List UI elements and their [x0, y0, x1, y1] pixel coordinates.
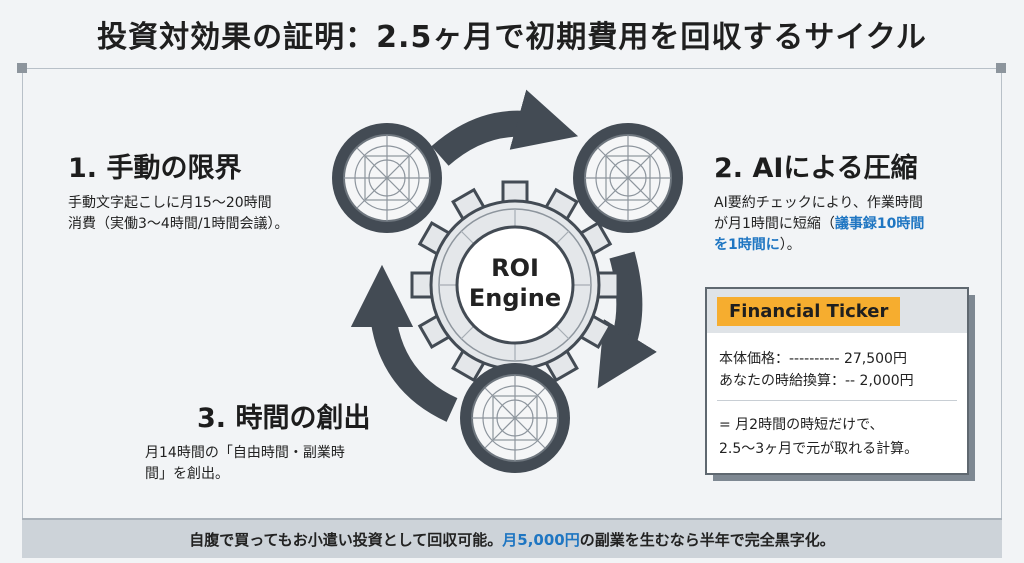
step-1-text: 手動文字起こしに月15〜20時間 消費（実働3〜4時間/1時間会議）。: [68, 193, 328, 235]
step-manual: 1. 手動の限界 手動文字起こしに月15〜20時間 消費（実働3〜4時間/1時間…: [68, 146, 328, 235]
arrow-top: [431, 89, 579, 166]
node-icon-ai: [573, 123, 683, 233]
ticker-row-summary2: 2.5〜3ヶ月で元が取れる計算。: [719, 441, 919, 457]
footer-text-after: の副業を生むなら半年で完全黒字化。: [579, 530, 835, 549]
step-3-text-line1: 月14時間の「自由時間・副業時: [145, 445, 345, 461]
arrow-left: [350, 264, 458, 422]
step-2-highlight-1: 議事録10時間: [834, 216, 925, 232]
arrow-right: [597, 251, 657, 389]
footer-banner: 自腹で買ってもお小遣い投資として回収可能。月5,000円の副業を生むなら半年で完…: [22, 518, 1002, 558]
step-2-text-line3b: ）。: [779, 237, 801, 253]
page-title: 投資対効果の証明：2.5ヶ月で初期費用を回収するサイクル: [97, 20, 927, 55]
footer-text-before: 自腹で買ってもお小遣い投資として回収可能。: [189, 530, 503, 549]
step-1-heading: 1. 手動の限界: [68, 153, 242, 184]
footer-highlight: 月5,000円: [502, 530, 580, 549]
top-frame-line: [22, 68, 1002, 69]
center-label-line2: Engine: [469, 284, 561, 312]
ticker-header: Financial Ticker: [707, 289, 967, 333]
gear-icon: [410, 180, 620, 390]
ticker-separator: [717, 400, 957, 401]
ticker-row-summary1: = 月2時間の時短だけで、: [719, 417, 884, 433]
center-label-line1: ROI: [491, 254, 539, 282]
step-2-heading: 2. AIによる圧縮: [714, 153, 918, 184]
left-frame-line: [22, 68, 23, 518]
financial-ticker-panel: Financial Ticker 本体価格：---------- 27,500円…: [705, 287, 975, 483]
corner-mark-left: [17, 63, 27, 73]
ticker-label: Financial Ticker: [717, 297, 901, 326]
ticker-row-price: 本体価格：---------- 27,500円: [719, 351, 907, 367]
right-frame-line: [1001, 68, 1002, 518]
node-icon-manual: [332, 123, 442, 233]
step-3-text-line2: 間」を創出。: [145, 466, 229, 482]
step-1-text-line2: 消費（実働3〜4時間/1時間会議）。: [68, 216, 289, 232]
node-icon-time: [460, 363, 570, 473]
step-1-text-line1: 手動文字起こしに月15〜20時間: [68, 195, 272, 211]
title-bar: 投資対効果の証明：2.5ヶ月で初期費用を回収するサイクル: [0, 0, 1024, 68]
ticker-box: Financial Ticker 本体価格：---------- 27,500円…: [705, 287, 969, 475]
ticker-row-hourly: あなたの時給換算：-- 2,000円: [719, 373, 914, 389]
step-ai: 2. AIによる圧縮 AI要約チェックにより、作業時間 が月1時間に短縮（議事録…: [714, 146, 984, 256]
step-time: 3. 時間の創出 月14時間の「自由時間・副業時 間」を創出。: [145, 396, 425, 485]
corner-mark-right: [996, 63, 1006, 73]
step-2-text-line2a: が月1時間に短縮（: [714, 216, 835, 232]
step-3-heading: 3. 時間の創出: [197, 403, 371, 434]
step-2-text-line1: AI要約チェックにより、作業時間: [714, 195, 923, 211]
step-2-text: AI要約チェックにより、作業時間 が月1時間に短縮（議事録10時間 を1時間に）…: [714, 193, 984, 256]
step-2-highlight-2: を1時間に: [714, 237, 780, 253]
step-3-text: 月14時間の「自由時間・副業時 間」を創出。: [145, 443, 425, 485]
